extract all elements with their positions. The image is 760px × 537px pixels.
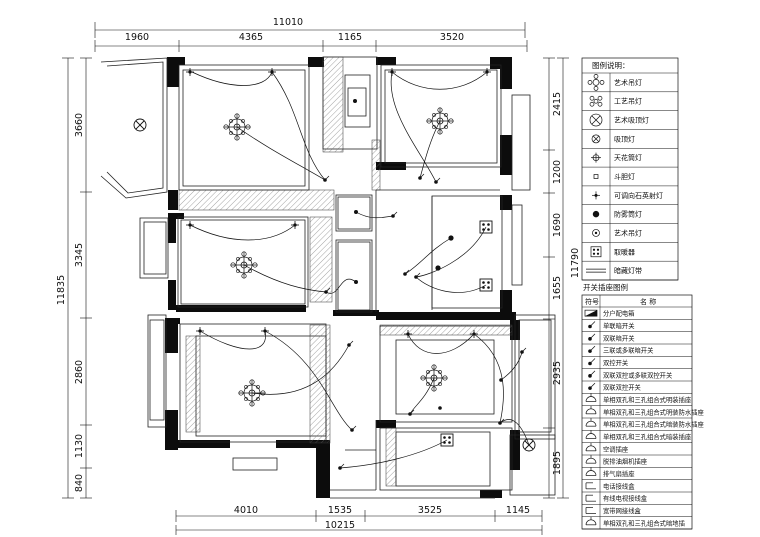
multi-two-way-switch-icon — [588, 370, 596, 378]
legend-label: 防雾筒灯 — [614, 210, 642, 219]
dim-top-segment: 1960 — [125, 32, 149, 43]
dim-top-segment: 4365 — [239, 32, 263, 43]
dim-bottom-segment: 1535 — [328, 505, 352, 516]
legend-label: 艺术吊灯 — [614, 78, 642, 87]
legend-label: 双联双控或多联双控开关 — [603, 370, 673, 379]
legend-label: 天花筒灯 — [614, 153, 642, 162]
dim-top-segment: 3520 — [440, 32, 464, 43]
dim-right-segment: 1895 — [552, 451, 563, 475]
legend-label: 取暖器 — [614, 248, 635, 256]
legend-label: 单相双孔和三孔组合式明装防水插座 — [603, 407, 704, 416]
legend-label: 吸顶灯 — [614, 134, 635, 143]
dimension-lines — [62, 22, 569, 535]
tv-jack-icon — [585, 494, 596, 502]
dim-left-segment: 3660 — [74, 113, 85, 137]
two-way-switch-icon — [588, 358, 596, 366]
phone-jack-icon — [585, 482, 596, 490]
dim-left-segment: 2860 — [74, 360, 85, 384]
switch-socket-legend: 开关插座图例 符号 名 称 分户配电箱单联暗开关双联暗开关三联或多联暗开关双控开… — [581, 282, 704, 530]
art-ceiling-lamp-icon — [589, 113, 603, 127]
art-pendant-icon — [592, 229, 600, 237]
double-two-way-switch-icon — [588, 382, 596, 390]
legend-label: 空调插座 — [603, 444, 628, 453]
ceiling-lamp-icon — [591, 134, 601, 144]
downlight-icon — [591, 152, 601, 163]
legend-label: 双联双控开关 — [603, 383, 641, 392]
ac-socket-icon — [585, 442, 597, 452]
legend-label: 宽带网接线盒 — [603, 506, 641, 515]
waterproof-socket-icon — [585, 405, 597, 415]
dim-bottom-total: 10215 — [325, 520, 355, 531]
legend-label: 电话接线盒 — [603, 481, 635, 490]
legend-label: 单相双孔和三孔组合式暗地插 — [603, 518, 685, 527]
waterproof-dark-socket-icon — [585, 418, 597, 427]
exhaust-fan-socket-icon — [585, 467, 597, 476]
switch-socket-legend-title: 开关插座图例 — [583, 282, 628, 292]
legend-label: 双控开关 — [603, 358, 629, 367]
legend-label: 分户配电箱 — [603, 309, 634, 318]
dark-socket-icon — [585, 430, 597, 439]
art-chandelier-icon — [587, 74, 605, 91]
legend-label: 有线电视接线盒 — [603, 494, 648, 503]
range-hood-socket-icon — [585, 455, 597, 464]
legend-label: 可调向石英射灯 — [614, 191, 663, 200]
legend-label: 单相双孔和三孔组合式明装插座 — [603, 395, 691, 404]
adjustable-spotlight-icon — [592, 191, 600, 200]
lighting-legend-title: 图例说明： — [592, 60, 630, 70]
dim-top-segment: 1165 — [338, 32, 362, 43]
dim-left-segment: 840 — [74, 474, 85, 492]
socket-icon — [585, 393, 597, 402]
legend2-header-name: 名 称 — [640, 297, 656, 306]
legend-label: 排气扇插座 — [603, 469, 634, 478]
dim-left-segment: 3345 — [74, 243, 85, 267]
dim-right-total: 11790 — [570, 248, 581, 278]
dim-top-total: 11010 — [273, 17, 303, 28]
legend-label: 脱排油烟机插座 — [603, 457, 647, 466]
dim-right-segment: 1690 — [552, 213, 563, 237]
lighting-legend: 图例说明： 艺术吊灯工艺吊灯艺术吸顶灯吸顶灯天花筒灯斗胆灯可调向石英射灯防雾筒灯… — [581, 57, 679, 281]
dim-right-segment: 2935 — [552, 361, 563, 385]
legend-label: 单相双孔和三孔组合式暗装防水插座 — [603, 420, 704, 429]
legend-label: 艺术吊灯 — [614, 228, 642, 237]
legend2-header-symbol: 符号 — [585, 297, 599, 306]
legend-label: 暗藏灯带 — [614, 266, 642, 275]
legend-label: 工艺吊灯 — [614, 97, 642, 106]
legend-label: 双联暗开关 — [603, 333, 635, 342]
legend-label: 单联暗开关 — [603, 321, 635, 330]
dim-bottom-segment: 4010 — [234, 505, 258, 516]
spotlight-icon — [593, 174, 599, 179]
hidden-light-strip-icon — [586, 268, 606, 273]
floor-socket-icon — [585, 516, 597, 526]
wiring — [189, 71, 530, 469]
legend-label: 斗胆灯 — [614, 172, 635, 181]
dim-right-segment: 1200 — [552, 160, 563, 184]
legend-label: 单相双孔和三孔组合式暗装插座 — [603, 432, 691, 441]
triple-switch-icon — [588, 345, 596, 353]
single-switch-icon — [588, 321, 596, 329]
moisture-proof-lamp-icon — [592, 210, 600, 218]
walls — [165, 57, 520, 498]
dim-bottom-segment: 1145 — [506, 505, 530, 516]
hatched-walls — [178, 56, 513, 487]
dim-left-segment: 1130 — [74, 434, 85, 458]
dim-bottom-segment: 3525 — [418, 505, 442, 516]
dim-left-total: 11835 — [56, 275, 67, 305]
dimension-labels: 11010 1960 4365 1165 3520 4010 1535 3525… — [56, 17, 581, 531]
distribution-box-icon — [584, 309, 598, 317]
legend-label: 艺术吸顶灯 — [614, 116, 649, 125]
dim-right-segment: 2415 — [552, 92, 563, 116]
switches — [322, 173, 527, 471]
double-switch-icon — [588, 333, 596, 341]
heater-icon — [590, 246, 602, 258]
broadband-jack-icon — [585, 507, 596, 514]
dim-right-segment: 1655 — [552, 276, 563, 300]
craft-chandelier-icon — [589, 95, 603, 107]
legend-label: 三联或多联暗开关 — [603, 346, 654, 355]
